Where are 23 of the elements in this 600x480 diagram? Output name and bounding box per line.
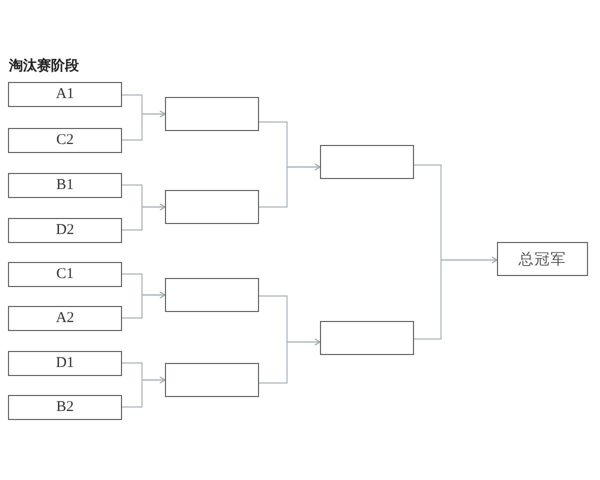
empty-slot	[320, 145, 414, 179]
empty-slot	[165, 97, 259, 131]
empty-slot	[165, 363, 259, 397]
team-box: B1	[8, 173, 122, 198]
team-box: C2	[8, 128, 122, 153]
team-box: C1	[8, 262, 122, 287]
connector-arrow	[122, 204, 166, 231]
empty-slot	[165, 190, 259, 224]
team-box: A2	[8, 306, 122, 331]
team-box: B2	[8, 395, 122, 420]
connector-arrow	[259, 338, 320, 384]
champion-box: 总冠军	[497, 242, 588, 276]
team-box: D1	[8, 351, 122, 376]
connector-arrow	[259, 164, 320, 208]
empty-slot	[320, 321, 414, 355]
section-title: 淘汰赛阶段	[9, 56, 79, 74]
connector-arrow	[122, 110, 166, 141]
team-box: A1	[8, 82, 122, 107]
connector-arrow	[122, 292, 166, 319]
connector-arrow	[414, 256, 498, 340]
team-box: D2	[8, 218, 122, 243]
empty-slot	[165, 278, 259, 312]
connector-arrow	[122, 376, 166, 408]
